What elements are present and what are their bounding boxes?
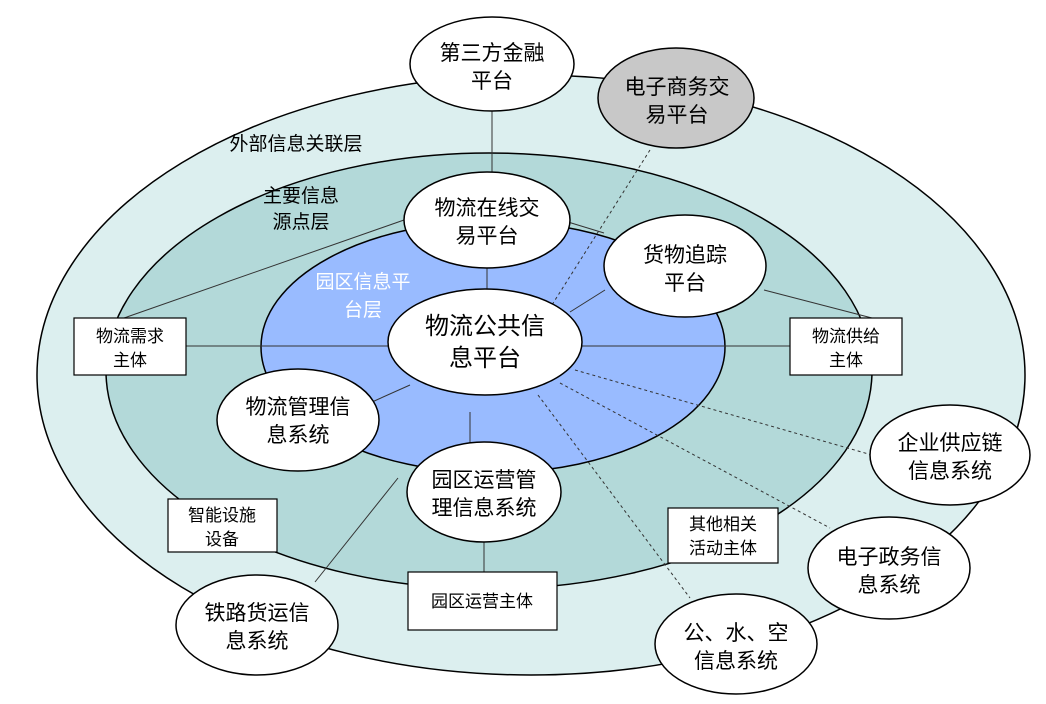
connector-railway [314,477,399,583]
connector-trade-right [567,221,605,234]
box-other-line1: 其他相关 [689,515,757,535]
connector-cargo-right [763,289,873,319]
box-park-ops-line1: 园区运营主体 [431,592,533,612]
node-logistics-mgmt-line1: 物流管理信 [246,395,351,419]
outer-layer-label: 外部信息关联层 [229,133,362,155]
node-park-ops-mgmt-line1: 园区运营管 [432,468,537,492]
dashed-road-water-air [537,394,691,599]
box-demand-line1: 物流需求 [96,327,164,347]
node-e-gov-line2: 息系统 [858,573,921,597]
node-park-ops-mgmt-line2: 理信息系统 [432,496,537,520]
dashed-connectors [537,149,873,599]
node-logistics-mgmt[interactable]: 物流管理信 息系统 [216,368,380,472]
node-cargo-tracking[interactable]: 货物追踪 平台 [603,214,767,318]
node-ecommerce[interactable]: 电子商务交 易平台 [597,47,755,149]
box-supply-line1: 物流供给 [812,327,880,347]
middle-layer-label-line1: 主要信息 [263,185,339,207]
node-finance-line1: 第三方金融 [440,41,545,65]
node-cargo-tracking-line2: 平台 [664,271,706,295]
node-railway-line1: 铁路货运信 [205,601,310,625]
inner-layer-label-line1: 园区信息平 [315,271,410,293]
node-online-trade-line1: 物流在线交 [435,196,540,220]
dashed-ecommerce [549,149,651,309]
node-e-gov[interactable]: 电子政务信 息系统 [807,516,971,620]
node-road-water-air[interactable]: 公、水、空 信息系统 [654,593,818,695]
box-other[interactable]: 其他相关 活动主体 [667,507,779,564]
node-supply-chain[interactable]: 企业供应链 信息系统 [869,404,1031,506]
inner-layer-label-line2: 台层 [344,299,382,321]
node-center-line2: 息平台 [449,344,521,372]
node-supply-chain-line2: 信息系统 [908,459,992,483]
node-ecommerce-line1: 电子商务交 [625,75,730,99]
node-road-water-air-line1: 公、水、空 [684,621,789,645]
node-finance[interactable]: 第三方金融 平台 [409,16,575,112]
connector-logistics-mgmt [371,384,411,403]
node-center-line1: 物流公共信 [425,312,545,340]
node-cargo-tracking-line1: 货物追踪 [643,243,727,267]
connector-cargo-tracking [569,289,606,313]
box-facilities[interactable]: 智能设施 设备 [167,498,278,553]
node-railway-line2: 息系统 [226,629,289,653]
box-other-line2: 活动主体 [689,539,757,559]
box-demand-line2: 主体 [113,351,147,371]
node-center-platform[interactable]: 物流公共信 息平台 [387,288,583,396]
node-logistics-mgmt-line2: 息系统 [267,423,330,447]
node-supply-chain-line1: 企业供应链 [898,431,1003,455]
node-finance-line2: 平台 [471,69,513,93]
node-online-trade[interactable]: 物流在线交 易平台 [403,171,571,269]
box-supply[interactable]: 物流供给 主体 [789,317,903,376]
node-online-trade-line2: 易平台 [456,224,519,248]
box-facilities-line2: 设备 [205,530,239,550]
box-supply-line2: 主体 [829,351,863,371]
node-railway[interactable]: 铁路货运信 息系统 [175,574,339,676]
node-e-gov-line1: 电子政务信 [837,545,942,569]
box-demand[interactable]: 物流需求 主体 [73,317,187,376]
box-park-ops[interactable]: 园区运营主体 [407,571,558,631]
node-park-ops-mgmt[interactable]: 园区运营管 理信息系统 [406,441,562,543]
connector-trade-left [123,219,405,319]
node-ecommerce-line2: 易平台 [646,103,709,127]
box-facilities-line1: 智能设施 [188,506,256,526]
node-road-water-air-line2: 信息系统 [694,649,778,673]
middle-layer-label-line2: 源点层 [272,211,329,233]
